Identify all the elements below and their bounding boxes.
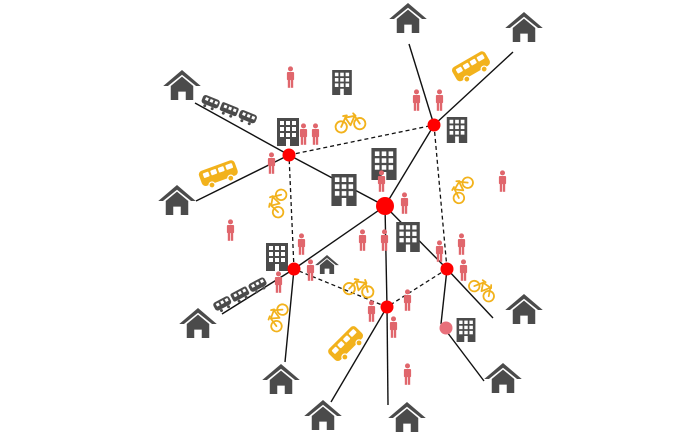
network-nodes (282, 118, 454, 335)
bicycle-icon (265, 186, 289, 220)
bicycle-icon (263, 300, 291, 334)
route-line (433, 51, 514, 126)
office-building-icon (266, 243, 288, 271)
house-icon (505, 294, 543, 324)
person-icon (358, 229, 367, 251)
person-icon (403, 363, 412, 385)
ring-line (288, 124, 435, 156)
house-icon (505, 12, 543, 42)
bus-icon (326, 324, 368, 366)
ring-line (288, 154, 295, 270)
person-icon (286, 66, 295, 88)
person-icon (367, 300, 376, 322)
house-icon (304, 400, 342, 430)
bus-icon (450, 49, 494, 87)
person-icon (299, 123, 308, 145)
house-icon (315, 255, 339, 274)
hub-node (427, 118, 441, 132)
house-icon (158, 185, 196, 215)
person-icon (498, 170, 507, 192)
network-edges (194, 43, 514, 406)
person-icon (459, 259, 468, 281)
bicycle-icon (446, 171, 476, 207)
hub-node (287, 262, 301, 276)
route-line (384, 205, 388, 308)
person-icon (226, 219, 235, 241)
person-icon (435, 89, 444, 111)
person-icon (306, 259, 315, 281)
secondary-hub-node (439, 321, 453, 335)
train-icon (212, 276, 270, 315)
house-icon (179, 308, 217, 338)
person-icon (311, 123, 320, 145)
person-icon (274, 271, 283, 293)
office-building-icon (277, 118, 299, 146)
route-line (293, 205, 386, 270)
central-hub-node (376, 197, 394, 215)
person-icon (389, 316, 398, 338)
office-building-icon (332, 70, 352, 95)
house-icon (163, 70, 201, 100)
office-building-icon (446, 117, 468, 143)
hub-node (380, 300, 394, 314)
person-icon (380, 229, 389, 251)
house-icon (389, 3, 427, 33)
office-building-icon (331, 174, 357, 206)
office-building-icon (396, 222, 420, 252)
route-line (384, 124, 435, 207)
hub-node (440, 262, 454, 276)
house-icon (484, 363, 522, 393)
route-line (446, 268, 494, 319)
person-icon (412, 89, 421, 111)
office-building-icon (456, 318, 476, 342)
person-icon (267, 152, 276, 174)
bicycle-icon (332, 110, 368, 135)
office-building-icon (371, 148, 397, 180)
route-line (440, 268, 448, 325)
person-icon (400, 192, 409, 214)
route-line (284, 268, 295, 363)
route-line (330, 306, 388, 403)
ring-line (433, 124, 448, 270)
route-line (194, 102, 290, 156)
bicycle-icon (465, 273, 501, 305)
route-line (386, 306, 389, 406)
person-icon (435, 240, 444, 262)
house-icon (388, 402, 426, 432)
person-icon (297, 233, 306, 255)
ring-line (386, 268, 448, 308)
bus-icon (197, 159, 241, 192)
hub-node (282, 148, 296, 162)
house-icon (262, 364, 300, 394)
person-icon (457, 233, 466, 255)
route-line (408, 43, 435, 126)
